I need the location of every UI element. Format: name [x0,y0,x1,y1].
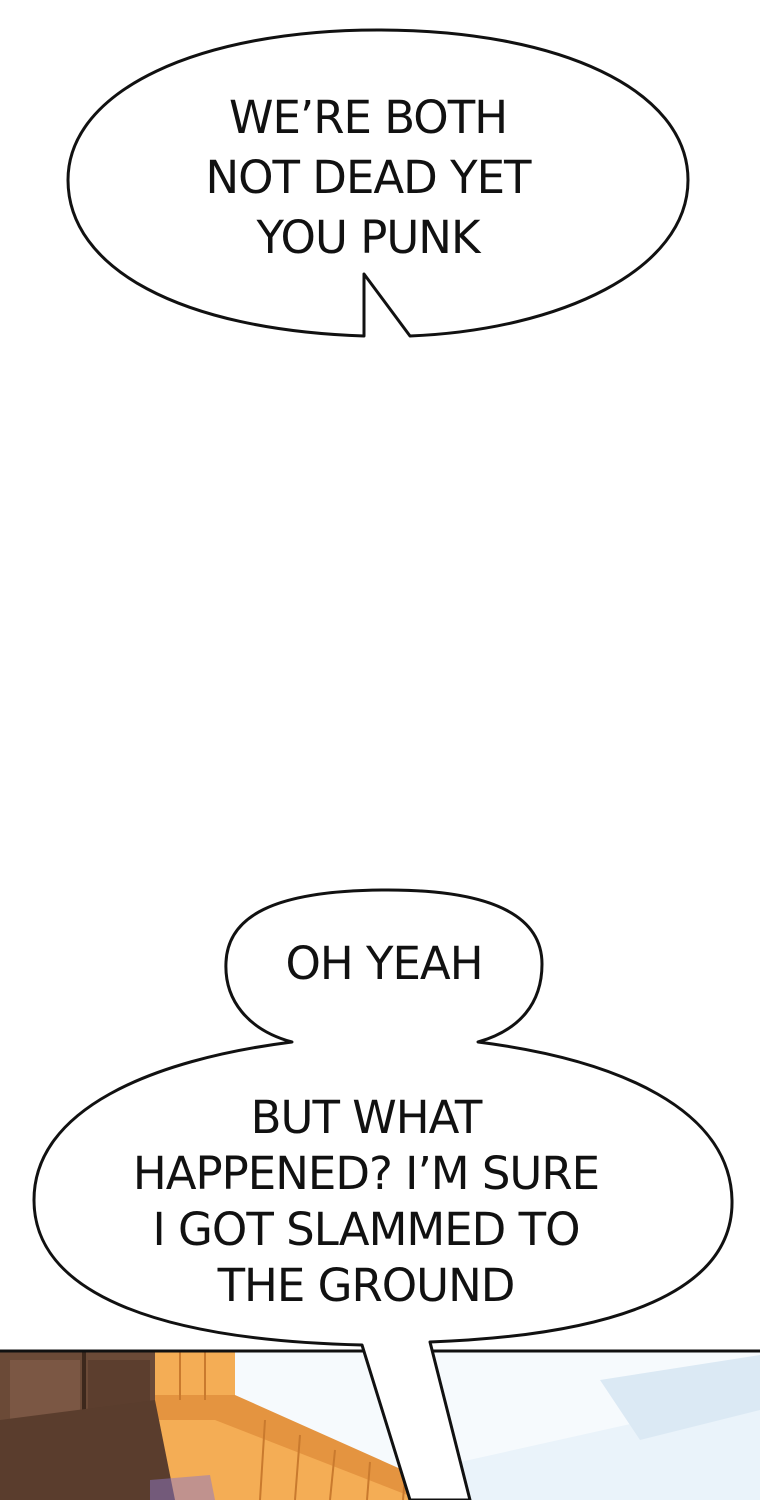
bubble-line: WE’RE BOTH [228,91,508,144]
bubble-line: THE GROUND [217,1259,516,1312]
background-scene [0,1349,760,1500]
bubble-line: OH YEAH [285,937,483,990]
bubble-bottom-text: BUT WHAT HAPPENED? I’M SURE I GOT SLAMME… [96,1090,636,1314]
speech-bubble-top [66,28,690,338]
bubble-top-text: WE’RE BOTH NOT DEAD YET YOU PUNK [118,88,618,268]
bubble-line: NOT DEAD YET [205,151,531,204]
bubble-line: BUT WHAT [250,1091,483,1144]
bubble-line: I GOT SLAMMED TO [152,1203,580,1256]
bubble-line: HAPPENED? I’M SURE [132,1147,600,1200]
bubble-middle-text: OH YEAH [232,934,536,994]
bubble-line: YOU PUNK [256,211,481,264]
speech-bubble-bottom [32,888,734,1500]
